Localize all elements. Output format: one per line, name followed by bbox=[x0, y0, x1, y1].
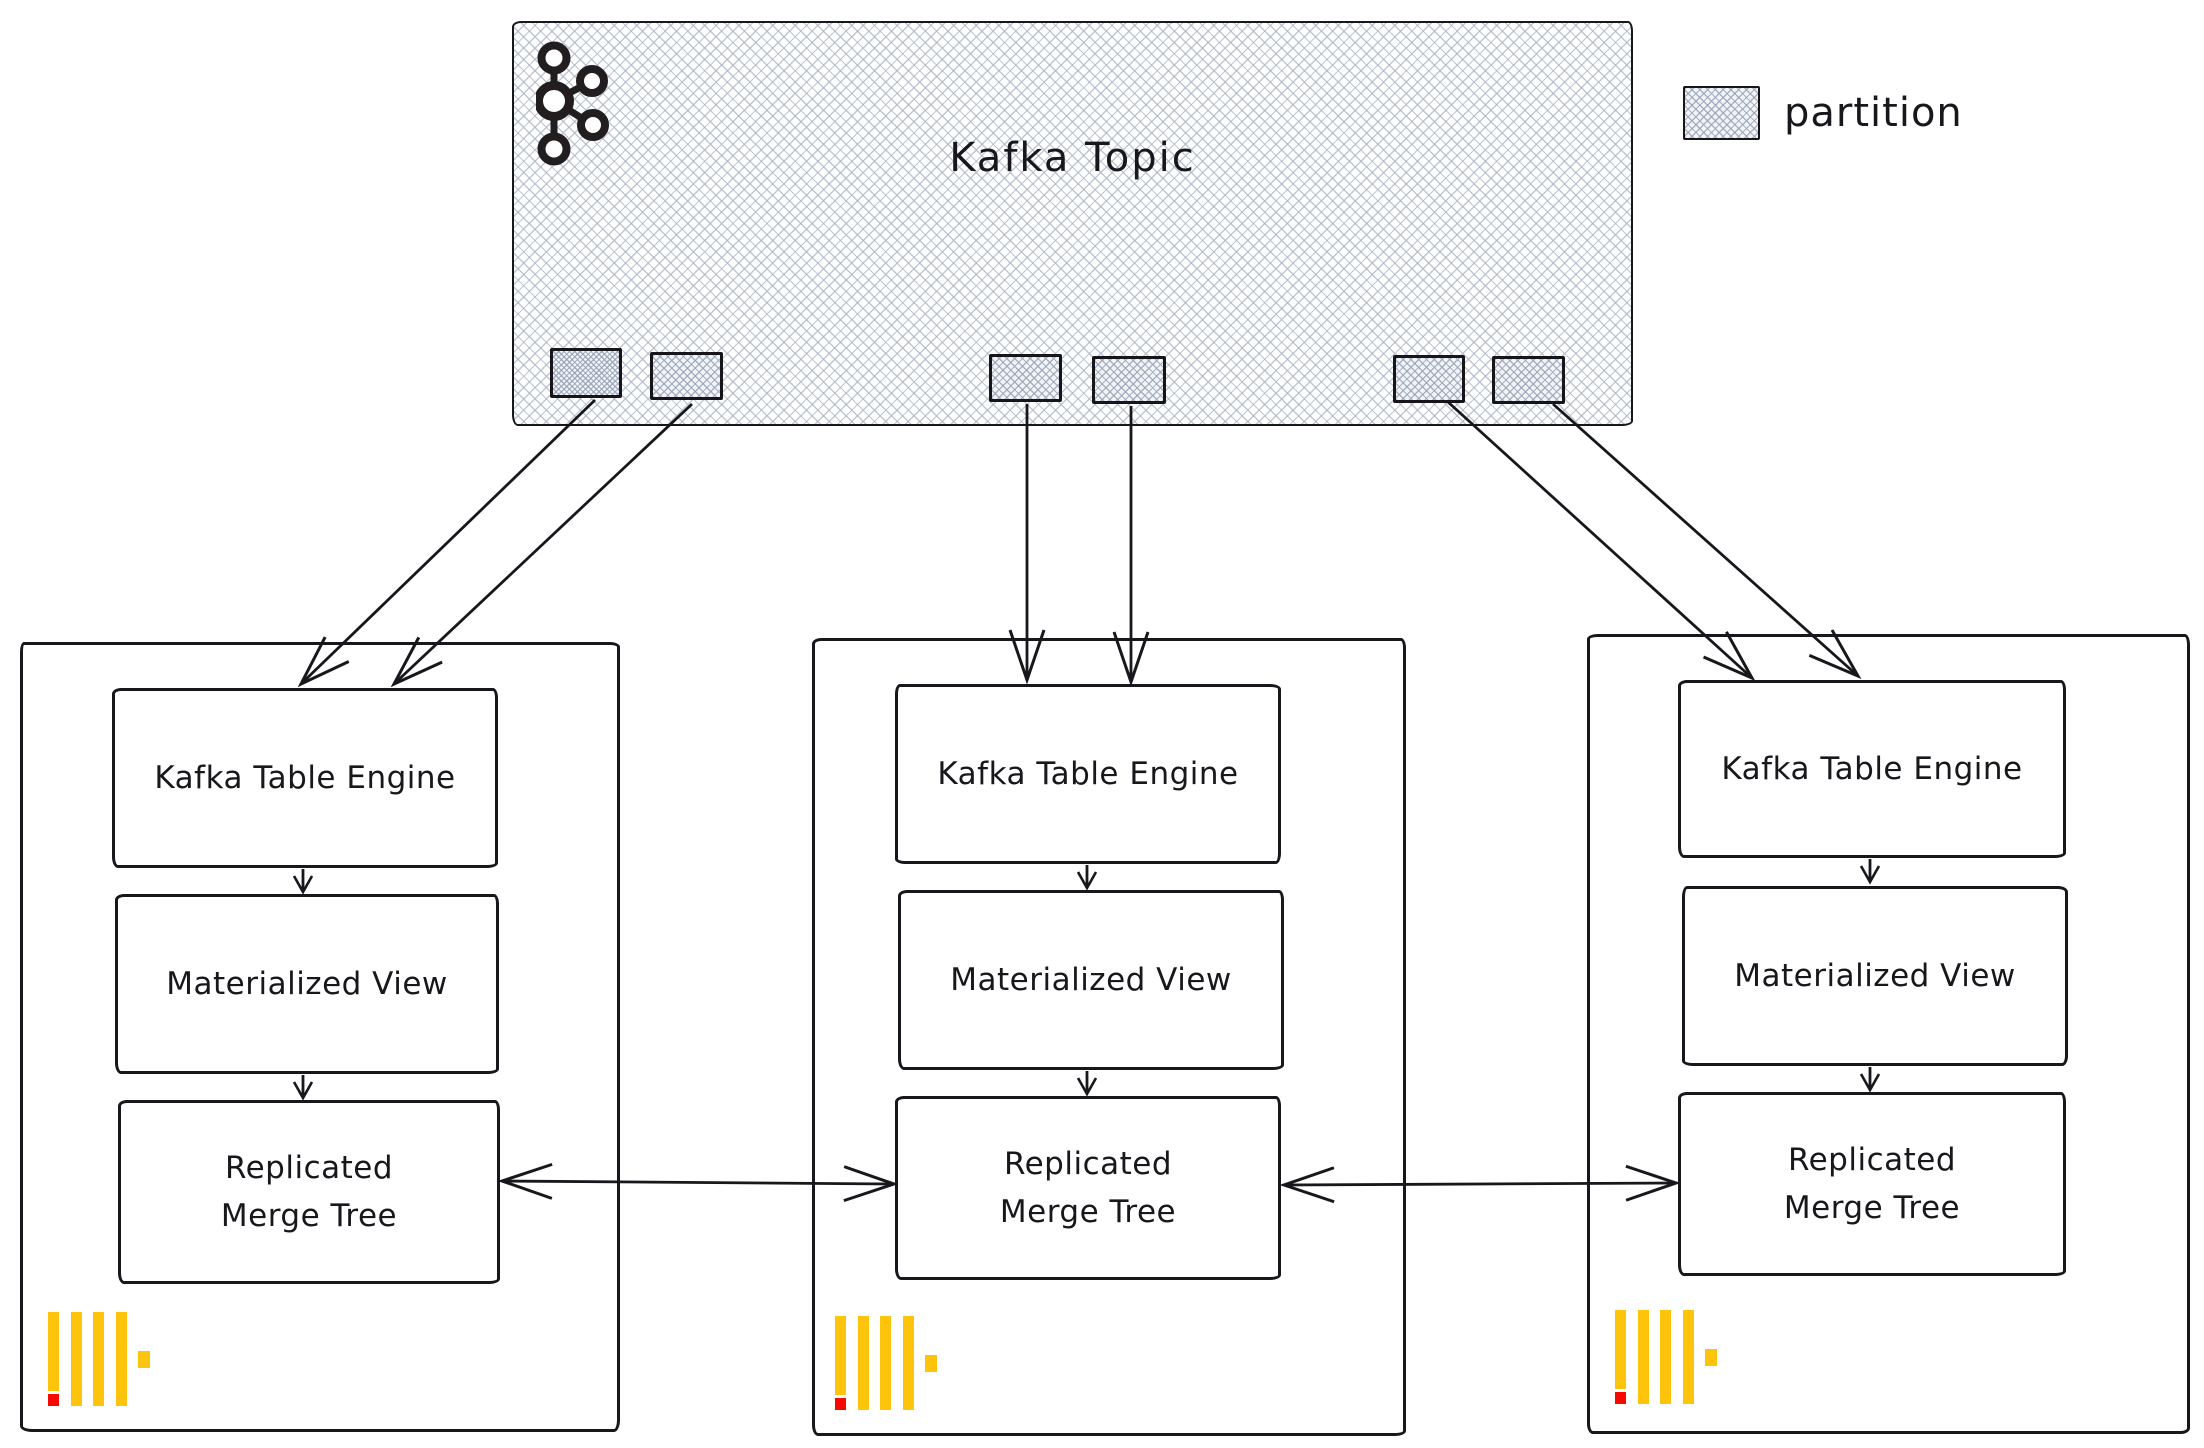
replicated-merge-tree-label: Replicated Merge Tree bbox=[999, 1146, 1177, 1230]
replicated-merge-tree-box-2: Replicated Merge Tree bbox=[895, 1096, 1281, 1280]
materialized-view-label: Materialized View bbox=[1734, 958, 2016, 994]
kafka-topic-title: Kafka Topic bbox=[949, 135, 1196, 181]
partition-box bbox=[1492, 356, 1565, 404]
materialized-view-label: Materialized View bbox=[166, 966, 448, 1002]
kafka-table-engine-label: Kafka Table Engine bbox=[1721, 751, 2023, 787]
replicated-merge-tree-label: Replicated Merge Tree bbox=[1783, 1142, 1961, 1226]
kafka-logo-icon bbox=[536, 41, 609, 166]
materialized-view-label: Materialized View bbox=[950, 962, 1232, 998]
kafka-table-engine-label: Kafka Table Engine bbox=[154, 760, 456, 796]
legend-label: partition bbox=[1784, 90, 1963, 136]
kafka-table-engine-box-1: Kafka Table Engine bbox=[112, 688, 498, 868]
legend: partition bbox=[1683, 86, 1963, 140]
partition-box bbox=[550, 348, 622, 398]
kafka-table-engine-label: Kafka Table Engine bbox=[937, 756, 1239, 792]
materialized-view-box-1: Materialized View bbox=[115, 894, 499, 1074]
kafka-table-engine-box-3: Kafka Table Engine bbox=[1678, 680, 2066, 858]
partition-swatch-icon bbox=[1683, 86, 1760, 140]
clickhouse-logo-icon bbox=[48, 1312, 150, 1406]
materialized-view-box-3: Materialized View bbox=[1682, 886, 2068, 1066]
clickhouse-logo-icon bbox=[835, 1316, 937, 1410]
replicated-merge-tree-label: Replicated Merge Tree bbox=[220, 1150, 398, 1234]
partition-box bbox=[1092, 356, 1166, 404]
replicated-merge-tree-box-1: Replicated Merge Tree bbox=[118, 1100, 500, 1284]
replicated-merge-tree-box-3: Replicated Merge Tree bbox=[1678, 1092, 2066, 1276]
partition-box bbox=[650, 352, 723, 400]
clickhouse-logo-icon bbox=[1615, 1310, 1717, 1404]
partition-box bbox=[989, 354, 1062, 402]
kafka-table-engine-box-2: Kafka Table Engine bbox=[895, 684, 1281, 864]
partition-box bbox=[1393, 355, 1465, 403]
materialized-view-box-2: Materialized View bbox=[898, 890, 1284, 1070]
